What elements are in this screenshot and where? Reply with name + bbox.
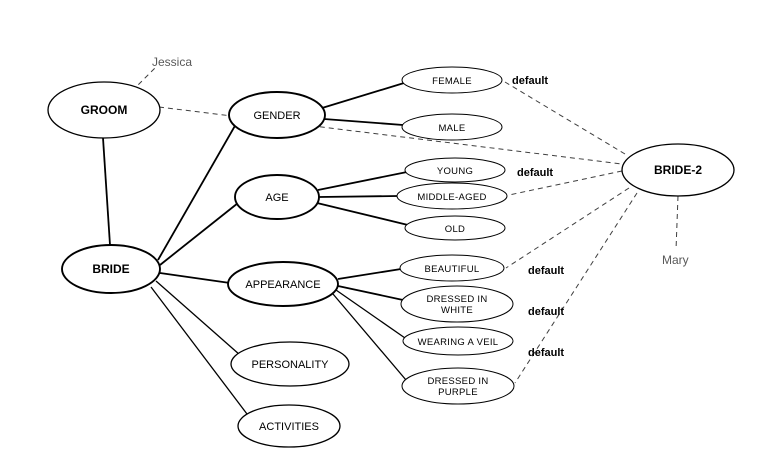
- personality-label: PERSONALITY: [251, 359, 329, 371]
- node-personality[interactable]: PERSONALITY: [230, 341, 350, 387]
- dressed-in-white-ellipse: [400, 285, 514, 323]
- gender-ellipse: [228, 91, 326, 139]
- male-ellipse: [401, 113, 503, 141]
- node-dressed-in-purple[interactable]: DRESSED IN PURPLE: [401, 367, 515, 405]
- dressed-in-purple-ellipse: [401, 367, 515, 405]
- personality-ellipse: [230, 341, 350, 387]
- edge-bride-appearance: [159, 272, 231, 284]
- edge-bride-personality: [155, 280, 241, 356]
- edge-groom-bride-2: [158, 106, 623, 165]
- node-female[interactable]: FEMALE: [401, 66, 503, 94]
- node-age[interactable]: AGE: [234, 174, 320, 220]
- beautiful-ellipse: [399, 254, 505, 282]
- edge-gender-male: [323, 118, 404, 126]
- node-male[interactable]: MALE: [401, 113, 503, 141]
- bride-ellipse: [61, 244, 161, 294]
- edge-appearance-dressed-in-purple: [332, 293, 407, 381]
- node-beautiful[interactable]: BEAUTIFUL: [399, 254, 505, 282]
- edge-groom-bride: [102, 137, 111, 246]
- groom-ellipse: [47, 81, 161, 139]
- default-label-wearing-a-veil: default: [528, 347, 564, 359]
- gender-label: GENDER: [253, 110, 300, 122]
- node-young[interactable]: YOUNG: [404, 157, 506, 183]
- node-dressed-in-white[interactable]: DRESSED IN WHITE: [400, 285, 514, 323]
- edge-groom-jessica: [131, 65, 158, 92]
- edge-bride-gender: [157, 123, 237, 261]
- edge-bride-activities: [150, 286, 248, 415]
- edge-bride-2-dressed-in-purple: [514, 192, 638, 384]
- edge-bride-2-mary: [675, 195, 679, 251]
- node-appearance[interactable]: APPEARANCE: [227, 261, 339, 307]
- middle-aged-ellipse: [396, 182, 508, 210]
- middle-aged-label: MIDDLE-AGED: [417, 192, 486, 203]
- nodes-layer: GROOM BRIDE GENDER AGE APPEARANCE PERSON: [47, 66, 735, 448]
- node-wearing-a-veil[interactable]: WEARING A VEIL: [402, 326, 514, 356]
- wearing-a-veil-ellipse: [402, 326, 514, 356]
- node-activities[interactable]: ACTIVITIES: [237, 404, 341, 448]
- activities-ellipse: [237, 404, 341, 448]
- female-label: FEMALE: [432, 76, 472, 87]
- default-label-young: default: [517, 167, 553, 179]
- edges-layer: [102, 65, 679, 415]
- dressed-in-purple-label-line1: DRESSED IN: [427, 376, 488, 387]
- edge-bride-2-middle-aged: [508, 170, 623, 196]
- dressed-in-white-label-line1: DRESSED IN: [426, 294, 487, 305]
- edge-bride-2-female: [504, 81, 626, 155]
- node-groom[interactable]: GROOM: [47, 81, 161, 139]
- node-bride[interactable]: BRIDE: [61, 244, 161, 294]
- young-label: YOUNG: [437, 166, 473, 177]
- female-ellipse: [401, 66, 503, 94]
- default-label-beautiful: default: [528, 265, 564, 277]
- edge-appearance-wearing-a-veil: [335, 289, 406, 339]
- appearance-label: APPEARANCE: [245, 279, 320, 291]
- mary-annotation: Mary: [662, 253, 689, 267]
- edge-age-old: [316, 202, 409, 226]
- node-middle-aged[interactable]: MIDDLE-AGED: [396, 182, 508, 210]
- default-label-dressed-in-white: default: [528, 306, 564, 318]
- edge-age-young: [317, 171, 408, 191]
- edge-bride-2-beautiful: [505, 187, 630, 269]
- dressed-in-purple-label-line2: PURPLE: [438, 387, 478, 398]
- age-label: AGE: [265, 192, 288, 204]
- dressed-in-white-label-line2: WHITE: [441, 305, 473, 316]
- bride-2-label: BRIDE-2: [654, 163, 702, 177]
- groom-label: GROOM: [81, 103, 128, 117]
- activities-label: ACTIVITIES: [259, 421, 319, 433]
- wearing-a-veil-label: WEARING A VEIL: [418, 337, 499, 348]
- node-gender[interactable]: GENDER: [228, 91, 326, 139]
- edge-bride-age: [159, 202, 239, 266]
- bride-2-ellipse: [621, 143, 735, 197]
- bride-label: BRIDE: [92, 262, 129, 276]
- age-ellipse: [234, 174, 320, 220]
- appearance-ellipse: [227, 261, 339, 307]
- old-ellipse: [404, 215, 506, 241]
- edge-appearance-beautiful: [337, 268, 402, 280]
- jessica-annotation: Jessica: [152, 55, 192, 69]
- annotations-layer: Jessica Mary default default default def…: [152, 55, 689, 359]
- male-label: MALE: [438, 123, 465, 134]
- young-ellipse: [404, 157, 506, 183]
- node-old[interactable]: OLD: [404, 215, 506, 241]
- beautiful-label: BEAUTIFUL: [425, 264, 480, 275]
- edge-gender-female: [321, 82, 405, 109]
- node-bride-2[interactable]: BRIDE-2: [621, 143, 735, 197]
- old-label: OLD: [445, 224, 465, 235]
- default-label-female: default: [512, 75, 548, 87]
- edge-appearance-dressed-in-white: [337, 285, 404, 301]
- edge-age-middle-aged: [318, 195, 399, 198]
